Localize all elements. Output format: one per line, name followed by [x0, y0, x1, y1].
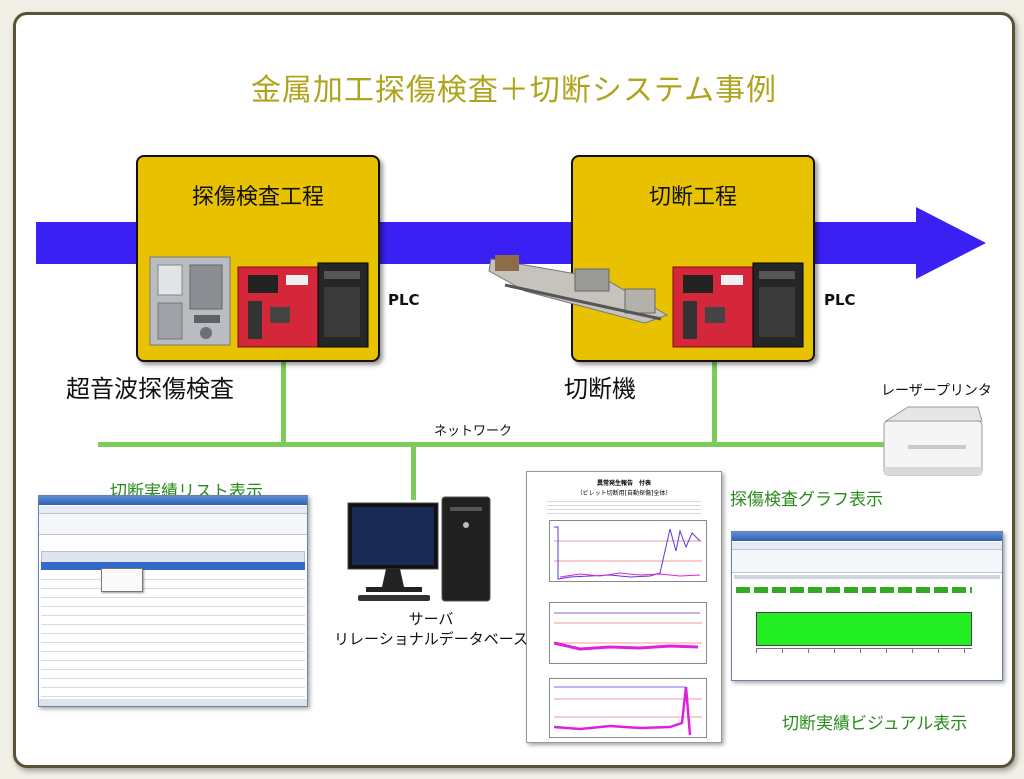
plc-label-1: PLC — [388, 291, 420, 309]
plc-image-1 — [237, 262, 369, 348]
graph-view-label: 探傷検査グラフ表示 — [730, 490, 883, 510]
network-drop-process1 — [281, 360, 286, 445]
list-view-statusbar — [39, 699, 307, 706]
list-view-filterbar — [39, 514, 307, 535]
server-computer-image — [347, 496, 491, 602]
visual-view-toolbar — [732, 542, 1002, 550]
visual-view-info-row — [736, 587, 972, 593]
visual-view-label: 切断実績ビジュアル表示 — [782, 714, 968, 734]
network-drop-process2 — [712, 360, 717, 445]
diagram-title: 金属加工探傷検査＋切断システム事例 — [250, 73, 778, 108]
report-title: 異常発生報告 付表 — [596, 480, 651, 487]
report-subtitle: （ビレット切断用[自動探傷]全体） — [576, 490, 672, 497]
process-box-cutting: 切断工程 — [488, 155, 815, 362]
plc-label-2: PLC — [824, 291, 856, 309]
inspection-machine-label: 超音波探傷検査 — [66, 375, 234, 403]
process-label-cutting: 切断工程 — [648, 185, 737, 210]
plc-image-2 — [672, 262, 804, 348]
report-meta-block — [547, 498, 701, 514]
visual-view-window — [731, 531, 1003, 681]
ultrasonic-inspection-machine-image — [149, 256, 231, 346]
list-view-toolbar — [39, 506, 307, 514]
inspection-plot-1 — [549, 520, 707, 582]
diagram-frame: 金属加工探傷検査＋切断システム事例 探傷検査工程 — [13, 12, 1015, 768]
visual-view-header-band — [734, 575, 1000, 579]
cutting-machine-image — [488, 255, 669, 324]
process-label-inspection: 探傷検査工程 — [191, 185, 324, 210]
network-label: ネットワーク — [434, 424, 513, 439]
server-label: サーバ リレーショナルデータベース — [316, 609, 546, 649]
printer-label: レーザープリンタ — [881, 383, 992, 399]
cutting-machine-label: 切断機 — [564, 375, 636, 403]
laser-printer-image — [883, 406, 983, 476]
inspection-plot-2 — [549, 602, 707, 664]
list-view-window — [38, 495, 308, 707]
list-view-titlebar — [39, 496, 307, 505]
list-view-context-menu — [101, 568, 143, 592]
report-document: 異常発生報告 付表 （ビレット切断用[自動探傷]全体） — [526, 471, 722, 743]
list-view-rows — [41, 571, 305, 706]
server-label-line1: サーバ — [408, 610, 454, 628]
process-box-inspection: 探傷検査工程 — [136, 155, 380, 362]
network-drop-server — [411, 445, 416, 500]
inspection-plot-3 — [549, 678, 707, 738]
network-line-horizontal — [98, 442, 941, 447]
visual-view-titlebar — [732, 532, 1002, 541]
server-label-line2: リレーショナルデータベース — [334, 630, 528, 648]
visual-view-green-bar — [756, 612, 972, 646]
list-view-selected-row — [41, 562, 305, 570]
visual-view-scale — [756, 648, 972, 653]
visual-view-filterbar — [732, 550, 1002, 573]
